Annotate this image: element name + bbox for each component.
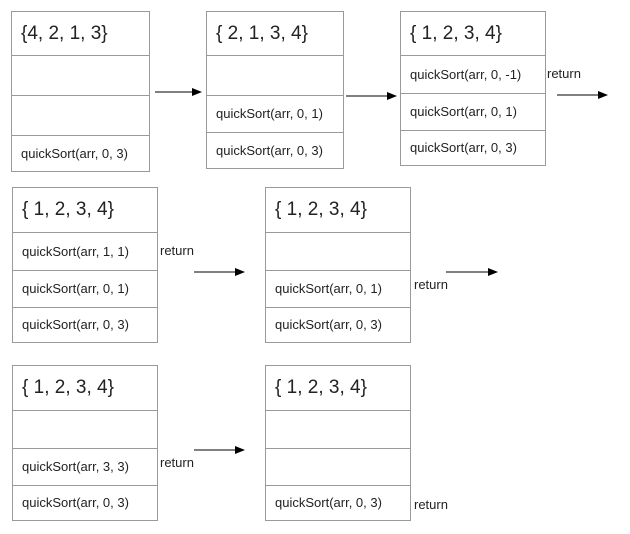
stack-5-frame-3: quickSort(arr, 0, 3) [266, 307, 410, 342]
stack-1: {4, 2, 1, 3} quickSort(arr, 0, 3) [11, 11, 150, 172]
stack-6-frame-2: quickSort(arr, 3, 3) [13, 448, 157, 485]
return-label-2: return [160, 243, 194, 258]
stack-5-frame-2: quickSort(arr, 0, 1) [266, 270, 410, 307]
stack-4: { 1, 2, 3, 4} quickSort(arr, 1, 1) quick… [12, 187, 158, 343]
stack-4-frame-2: quickSort(arr, 0, 1) [13, 270, 157, 307]
return-label-1: return [547, 66, 581, 81]
stack-2-frame-3: quickSort(arr, 0, 3) [207, 132, 343, 168]
stack-3: { 1, 2, 3, 4} quickSort(arr, 0, -1) quic… [400, 11, 546, 166]
return-label-3: return [414, 277, 448, 292]
stack-4-frame-1: quickSort(arr, 1, 1) [13, 232, 157, 270]
stack-7: { 1, 2, 3, 4} quickSort(arr, 0, 3) [265, 365, 411, 521]
stack-7-frame-3: quickSort(arr, 0, 3) [266, 485, 410, 520]
return-label-5: return [414, 497, 448, 512]
stack-7-frame-1 [266, 410, 410, 448]
stack-4-frame-3: quickSort(arr, 0, 3) [13, 307, 157, 342]
stack-5-array: { 1, 2, 3, 4} [275, 199, 367, 220]
stack-1-frame-2 [12, 95, 149, 135]
stack-1-frame-1 [12, 55, 149, 95]
stack-1-frame-3: quickSort(arr, 0, 3) [12, 135, 149, 171]
stack-6-frame-3: quickSort(arr, 0, 3) [13, 485, 157, 520]
stack-2: { 2, 1, 3, 4} quickSort(arr, 0, 1) quick… [206, 11, 344, 169]
stack-6-frame-1 [13, 410, 157, 448]
return-label-4: return [160, 455, 194, 470]
stack-6-array: { 1, 2, 3, 4} [22, 377, 114, 398]
stack-2-array: { 2, 1, 3, 4} [216, 22, 308, 44]
stack-5-frame-1 [266, 232, 410, 270]
stack-7-array: { 1, 2, 3, 4} [275, 377, 367, 398]
stack-2-frame-1 [207, 55, 343, 95]
stack-3-frame-1: quickSort(arr, 0, -1) [401, 55, 545, 93]
stack-3-frame-3: quickSort(arr, 0, 3) [401, 130, 545, 165]
stack-1-array: {4, 2, 1, 3} [21, 22, 108, 44]
stack-7-frame-2 [266, 448, 410, 485]
stack-5: { 1, 2, 3, 4} quickSort(arr, 0, 1) quick… [265, 187, 411, 343]
stack-3-frame-2: quickSort(arr, 0, 1) [401, 93, 545, 130]
stack-6: { 1, 2, 3, 4} quickSort(arr, 3, 3) quick… [12, 365, 158, 521]
stack-2-frame-2: quickSort(arr, 0, 1) [207, 95, 343, 132]
stack-3-array: { 1, 2, 3, 4} [410, 22, 502, 44]
stack-4-array: { 1, 2, 3, 4} [22, 199, 114, 220]
